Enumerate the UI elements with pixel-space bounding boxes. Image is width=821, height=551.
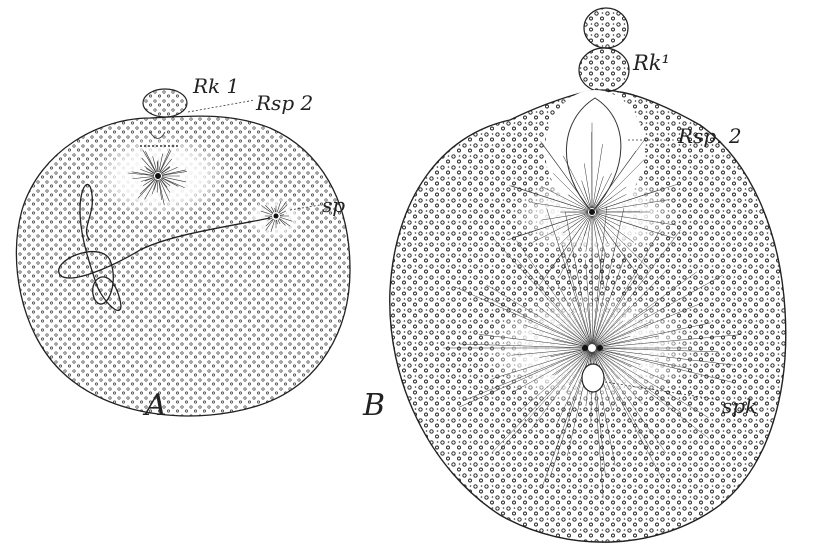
panel-label-a: A [142, 388, 167, 423]
egg-b: Rk¹ Rsp. 2 spk B [362, 8, 786, 542]
label-rsp2-b: Rsp. 2 [677, 124, 742, 148]
sperm-nucleus-b [582, 364, 604, 392]
label-spk-b: spk [722, 394, 757, 418]
polar-body-a [143, 89, 187, 117]
polar-body-b-upper [584, 8, 628, 48]
label-rk1-a: Rk 1 [192, 74, 239, 98]
label-rk1-b: Rk¹ [632, 51, 670, 75]
panel-label-b: B [362, 388, 385, 423]
egg-a: Rk 1 Rsp 2 sp A [16, 74, 350, 423]
label-sp-a: sp [322, 193, 345, 217]
polar-body-b-lower [579, 48, 629, 92]
label-rsp2-a: Rsp 2 [255, 91, 313, 115]
